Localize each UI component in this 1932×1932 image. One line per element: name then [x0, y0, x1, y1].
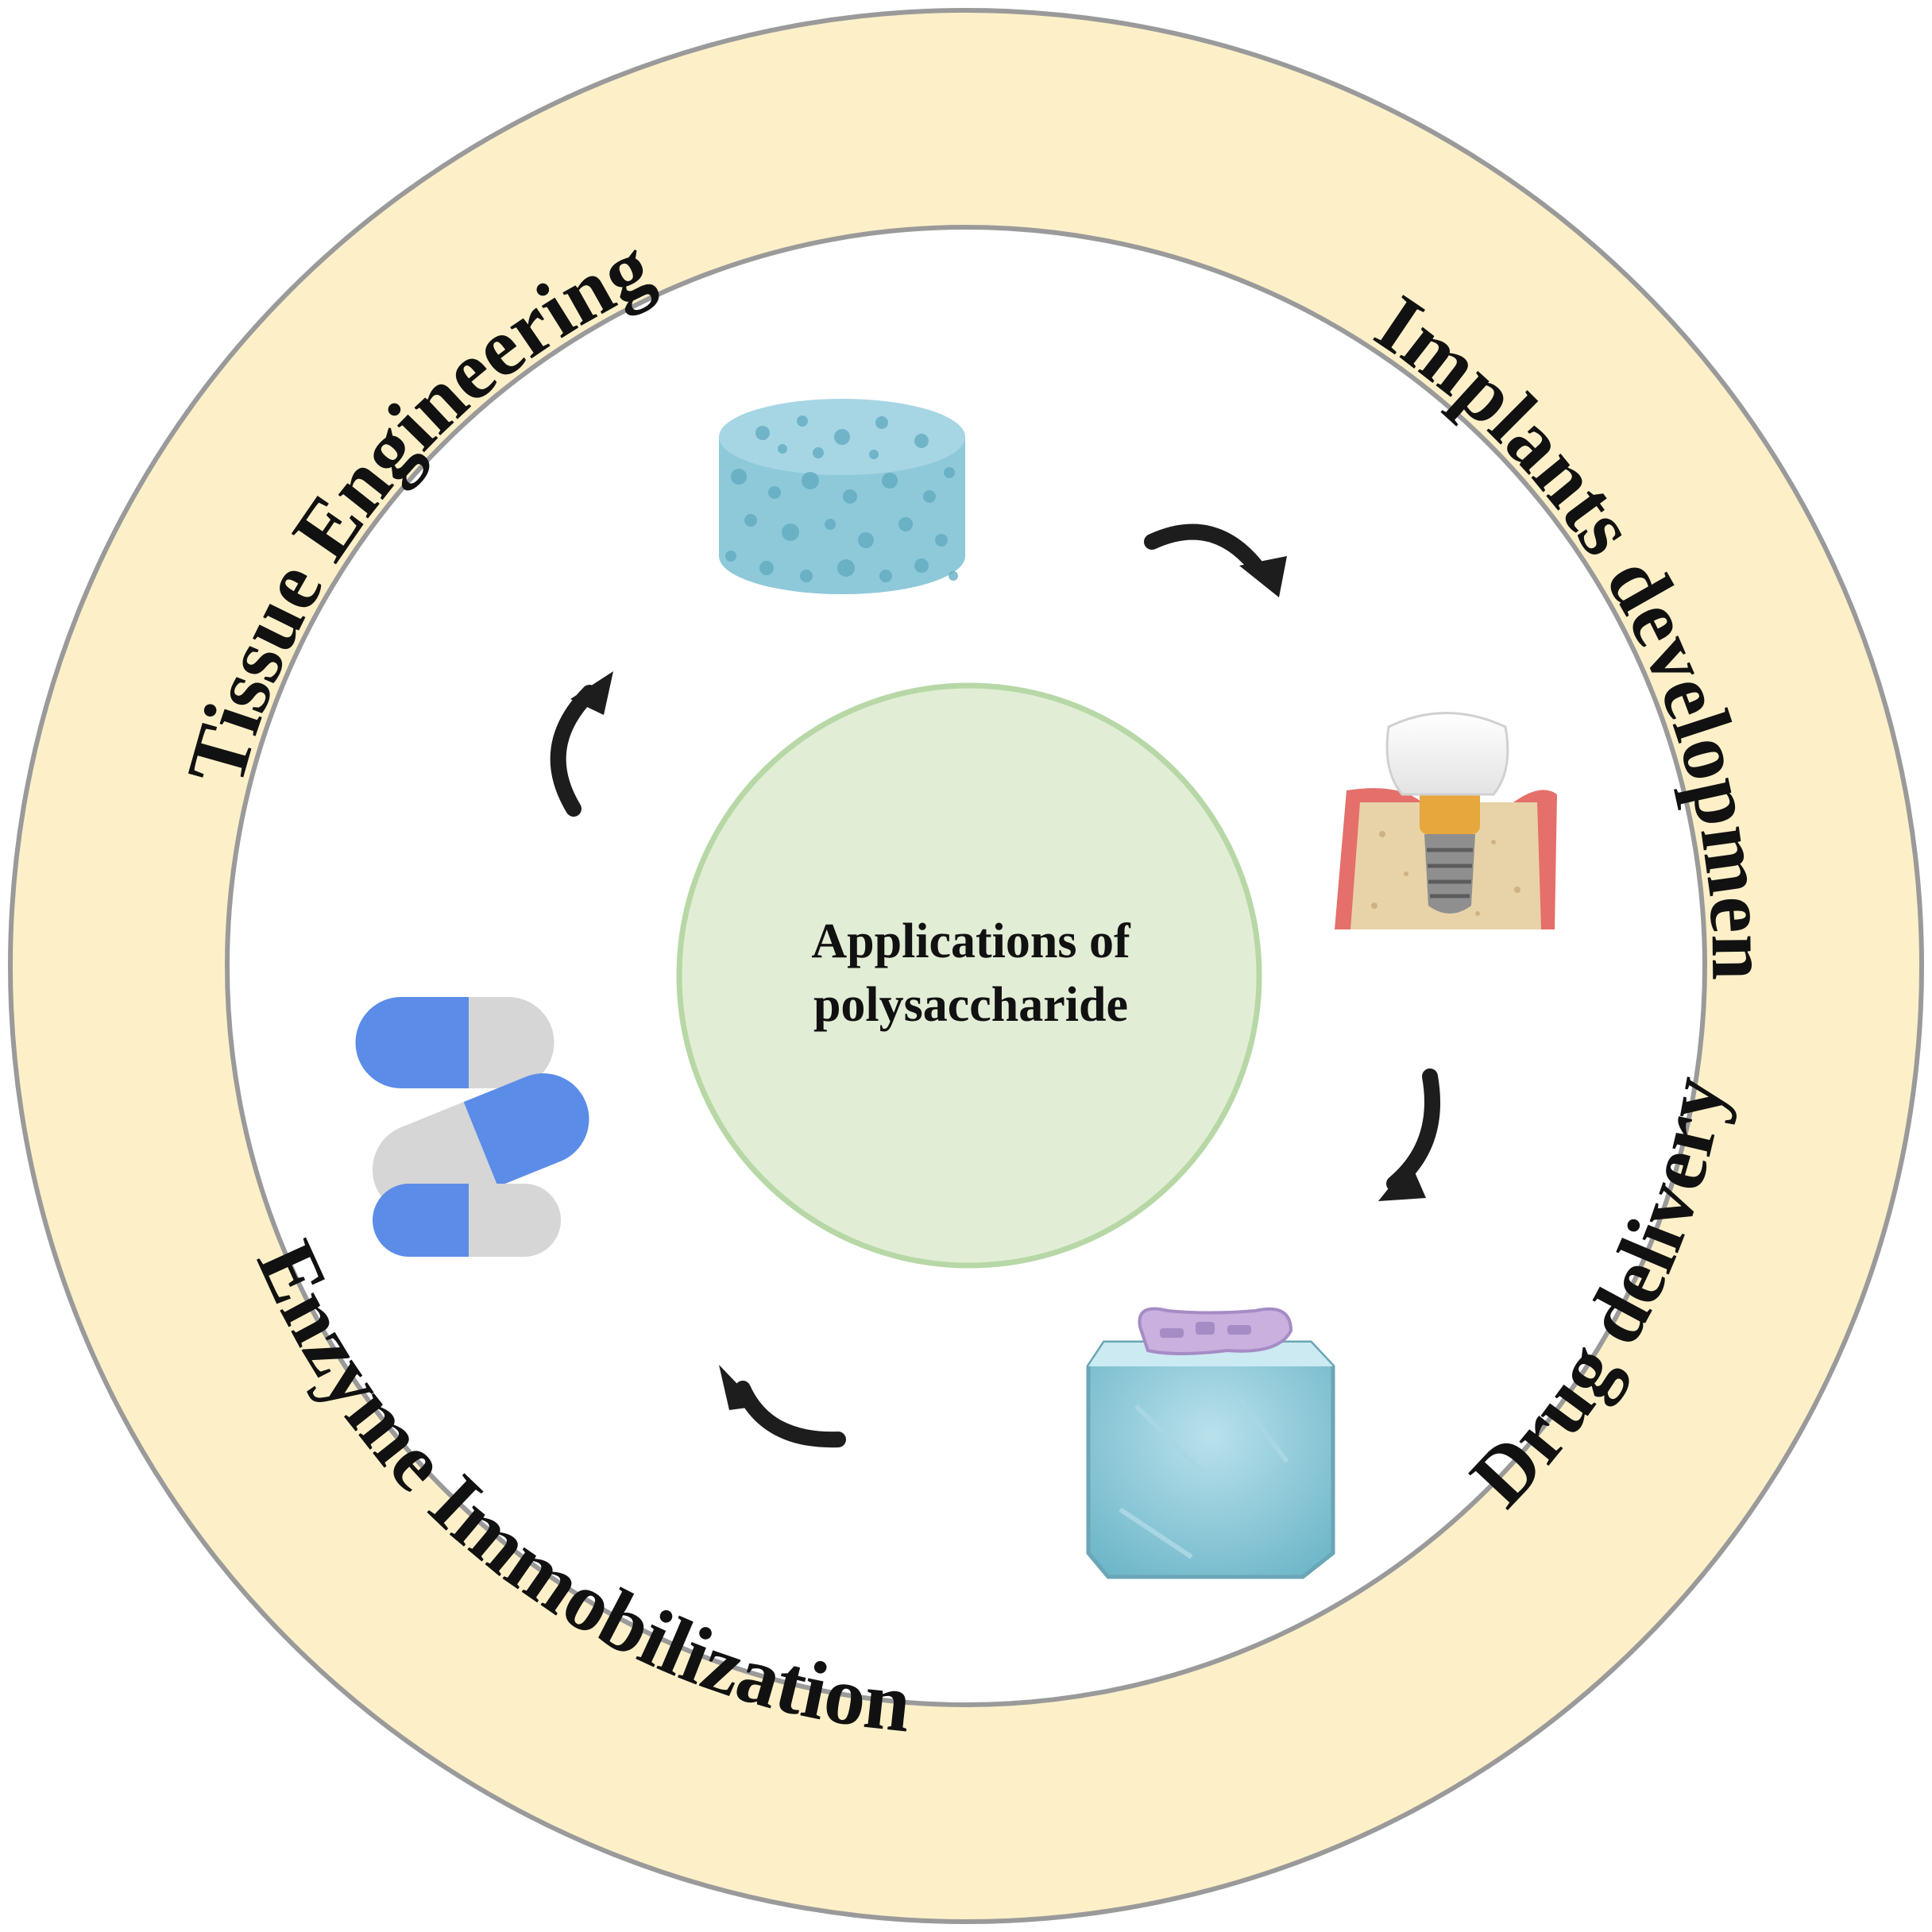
dental-implant-icon: [1335, 712, 1557, 929]
porous-scaffold-icon: [719, 399, 965, 594]
center-circle: [676, 682, 1262, 1269]
center-title-line1: Applications of: [811, 914, 1131, 968]
arrow-implant-to-enzyme: [1378, 1068, 1440, 1201]
arrow-drug-to-tissue: [550, 671, 613, 817]
capsules-icon: [355, 997, 589, 1257]
enzyme-gel-cube-icon: [1086, 1307, 1335, 1579]
arrow-enzyme-to-drug: [719, 1365, 846, 1448]
center-title-line2: polysaccharide: [813, 978, 1128, 1032]
arrow-tissue-to-implant: [1144, 524, 1287, 597]
